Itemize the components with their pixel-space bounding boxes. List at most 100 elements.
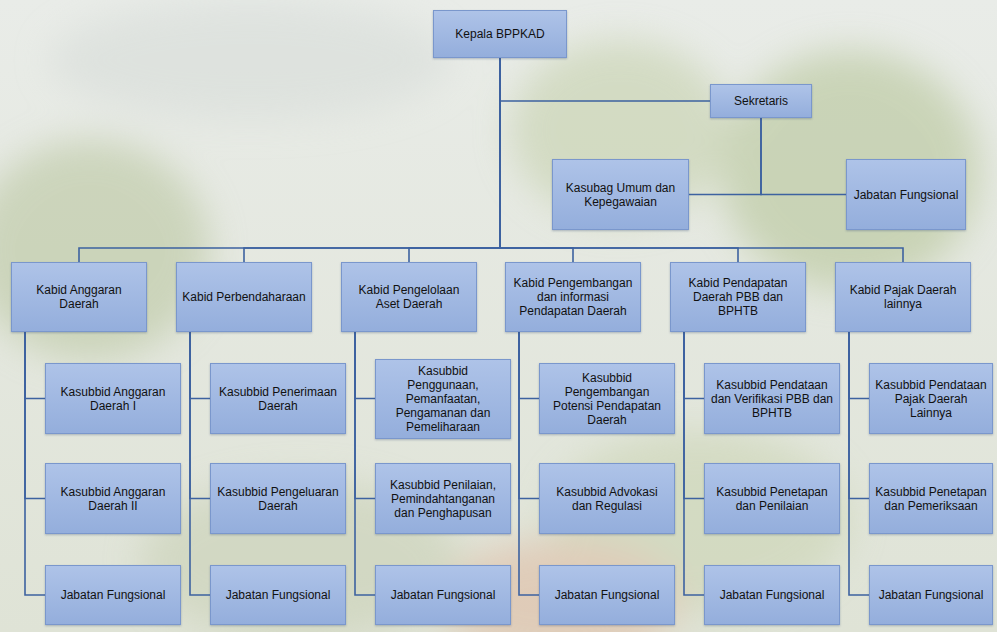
org-connector (684, 332, 704, 595)
box-content: Sekretaris (734, 94, 788, 108)
box-content: Kasubbid Advokasi dan Regulasi (545, 485, 669, 513)
box-content: Kasubbid Penetapan dan Pemeriksaan (875, 485, 987, 513)
head-box: Kepala BPPKAD (433, 10, 567, 58)
org-connector (409, 58, 500, 262)
box-label: Kasubbid Anggaran Daerah II (51, 485, 175, 513)
box-content: Kasubag Umum dan Kepegawaian (558, 181, 683, 209)
org-connector (244, 58, 500, 262)
subdivision-box: Kasubbid Anggaran Daerah II (45, 463, 181, 534)
box-label: Kasubbid Advokasi dan Regulasi (545, 485, 669, 513)
org-connector (355, 332, 375, 499)
org-connector (355, 332, 375, 595)
subdivision-box: Kasubbid Anggaran Daerah I (45, 363, 181, 434)
org-connector (25, 332, 45, 499)
box-label: Kasubag Umum dan Kepegawaian (558, 181, 683, 209)
box-content: Kasubbid Penerimaan Daerah (216, 385, 340, 413)
org-connector (500, 58, 710, 101)
box-content: Jabatan Fungsional (854, 188, 959, 202)
box-label: Jabatan Fungsional (854, 188, 959, 202)
subdivision-box: Kasubbid Penetapan dan Pemeriksaan (869, 463, 993, 534)
box-label: Kabid Pendapatan Daerah PBB dan BPHTB (676, 276, 800, 318)
org-connector (355, 332, 375, 399)
functional-box: Jabatan Fungsional (375, 565, 511, 625)
org-connector (849, 332, 869, 399)
box-label: Kabid Anggaran Daerah (17, 283, 141, 311)
functional-box: Jabatan Fungsional (869, 565, 993, 625)
org-connector (519, 332, 539, 399)
box-label: Kasubbid Pendataan dan Verifikasi PBB da… (710, 378, 834, 420)
division-box: Kabid Anggaran Daerah (11, 262, 147, 332)
org-connector (500, 58, 903, 262)
subdivision-box: Kasubbid Pengeluaran Daerah (210, 463, 346, 534)
subdivision-box: Kasubbid Penilaian, Pemindahtanganan dan… (375, 463, 511, 534)
box-content: Kabid Pengelolaan Aset Daerah (347, 283, 471, 311)
box-content: Kasubbid Penetapan dan Penilaian (710, 485, 834, 513)
org-connector (689, 118, 761, 195)
box-label: Kasubbid Pengeluaran Daerah (216, 485, 340, 513)
box-content: Kasubbid Anggaran Daerah II (51, 485, 175, 513)
functional-box: Jabatan Fungsional (210, 565, 346, 625)
subdivision-box: Kasubbid Penerimaan Daerah (210, 363, 346, 434)
org-connector (684, 332, 704, 399)
box-label: Kepala BPPKAD (455, 27, 544, 41)
box-content: Kasubbid Anggaran Daerah I (51, 385, 175, 413)
division-box: Kabid Pengembangan dan informasi Pendapa… (505, 262, 641, 332)
box-content: Kasubbid Penilaian, Pemindahtanganan dan… (381, 478, 505, 520)
box-content: Kasubbid Pengeluaran Daerah (216, 485, 340, 513)
box-content: Kasubbid Pengembangan Potensi Pendapatan… (545, 371, 669, 427)
secretary-box: Sekretaris (710, 84, 812, 118)
subsection-box: Kasubag Umum dan Kepegawaian (552, 159, 689, 230)
subdivision-box: Kasubbid Pendataan dan Verifikasi PBB da… (704, 363, 840, 434)
org-connector (849, 332, 869, 595)
division-box: Kabid Perbendaharaan (176, 262, 312, 332)
division-box: Kabid Pajak Daerah lainnya (835, 262, 971, 332)
box-label: Kasubbid Pendataan Pajak Daerah Lainnya (875, 378, 987, 420)
box-label: Kasubbid Penggunaan, Pemanfaatan, Pengam… (381, 364, 505, 434)
box-label: Jabatan Fungsional (720, 588, 825, 602)
box-content: Jabatan Fungsional (391, 588, 496, 602)
org-connector (500, 58, 738, 262)
org-connector (849, 332, 869, 499)
box-label: Sekretaris (734, 94, 788, 108)
subdivision-box: Kasubbid Advokasi dan Regulasi (539, 463, 675, 534)
subdivision-box: Kasubbid Penggunaan, Pemanfaatan, Pengam… (375, 359, 511, 439)
subdivision-box: Kasubbid Pengembangan Potensi Pendapatan… (539, 363, 675, 434)
box-label: Kabid Pengelolaan Aset Daerah (347, 283, 471, 311)
box-label: Kasubbid Penerimaan Daerah (216, 385, 340, 413)
box-content: Kasubbid Penggunaan, Pemanfaatan, Pengam… (381, 364, 505, 434)
org-connector (79, 58, 500, 262)
functional-box: Jabatan Fungsional (45, 565, 181, 625)
box-content: Jabatan Fungsional (720, 588, 825, 602)
box-label: Kasubbid Pengembangan Potensi Pendapatan… (545, 371, 669, 427)
box-label: Jabatan Fungsional (555, 588, 660, 602)
org-connector (25, 332, 45, 399)
box-label: Kabid Perbendaharaan (182, 290, 305, 304)
functional-box: Jabatan Fungsional (846, 159, 966, 230)
box-label: Kasubbid Penilaian, Pemindahtanganan dan… (381, 478, 505, 520)
box-label: Kasubbid Penetapan dan Penilaian (710, 485, 834, 513)
division-box: Kabid Pengelolaan Aset Daerah (341, 262, 477, 332)
box-content: Jabatan Fungsional (555, 588, 660, 602)
box-content: Kabid Perbendaharaan (182, 290, 305, 304)
box-content: Jabatan Fungsional (226, 588, 331, 602)
box-label: Jabatan Fungsional (61, 588, 166, 602)
org-connector (190, 332, 210, 595)
org-connector (190, 332, 210, 499)
box-content: Kabid Anggaran Daerah (17, 283, 141, 311)
box-content: Kabid Pengembangan dan informasi Pendapa… (511, 276, 635, 318)
box-content: Kabid Pajak Daerah lainnya (841, 283, 965, 311)
org-connector (761, 118, 846, 195)
org-connector (190, 332, 210, 399)
box-label: Kasubbid Penetapan dan Pemeriksaan (875, 485, 987, 513)
box-label: Jabatan Fungsional (226, 588, 331, 602)
box-content: Kepala BPPKAD (455, 27, 544, 41)
box-content: Kabid Pendapatan Daerah PBB dan BPHTB (676, 276, 800, 318)
box-content: Kasubbid Pendataan dan Verifikasi PBB da… (710, 378, 834, 420)
division-box: Kabid Pendapatan Daerah PBB dan BPHTB (670, 262, 806, 332)
org-connector (25, 332, 45, 595)
subdivision-box: Kasubbid Pendataan Pajak Daerah Lainnya (869, 363, 993, 434)
box-label: Kabid Pajak Daerah lainnya (841, 283, 965, 311)
functional-box: Jabatan Fungsional (539, 565, 675, 625)
subdivision-box: Kasubbid Penetapan dan Penilaian (704, 463, 840, 534)
